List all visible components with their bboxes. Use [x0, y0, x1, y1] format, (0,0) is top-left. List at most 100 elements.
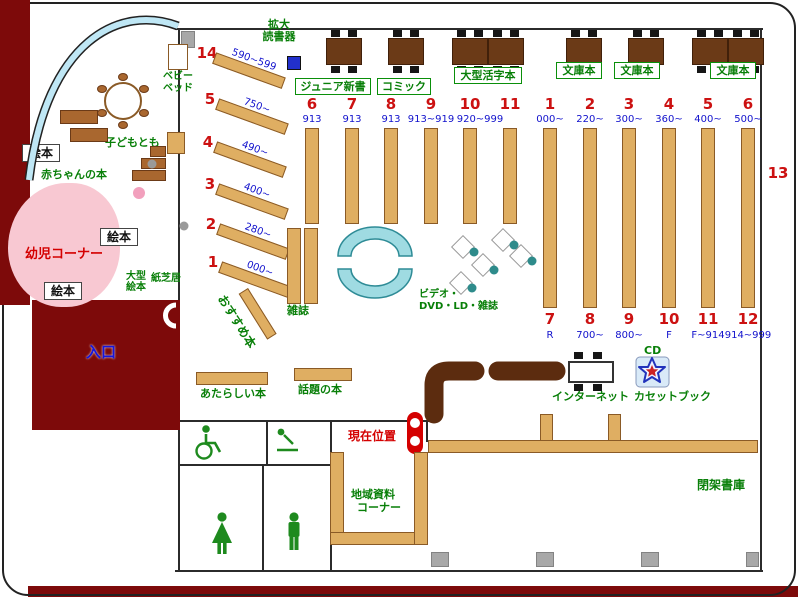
- infant-corner-label: 幼児コーナー: [25, 247, 104, 262]
- kids-table: [70, 128, 108, 142]
- shelf-number: 3: [623, 95, 635, 113]
- step-shelf: [141, 158, 166, 169]
- shelf-number: 11: [499, 95, 521, 113]
- shelf-range: 360~: [655, 114, 683, 125]
- shelf-number: 5: [204, 90, 216, 108]
- bookshelf: [463, 128, 477, 224]
- shelf-range: 300~: [615, 114, 643, 125]
- shelf-number: 2: [205, 215, 217, 233]
- cassette-book-label: カセットブック: [634, 390, 711, 403]
- shelf-number: 9: [425, 95, 437, 113]
- shelf-range: 500~: [734, 114, 762, 125]
- magazine-shelf: [287, 228, 301, 304]
- shelf-number: 1: [207, 253, 219, 271]
- pillar: [746, 552, 759, 567]
- bookshelf: [608, 414, 621, 441]
- chair: [593, 352, 602, 359]
- bookshelf: [305, 128, 319, 224]
- bookshelf: [540, 414, 553, 441]
- stool: [118, 73, 128, 81]
- bookshelf: [384, 128, 398, 224]
- closed-stacks-label: 閉架書庫: [697, 478, 746, 492]
- genre-box-bunko: 文庫本: [710, 62, 756, 79]
- wall-toilet-mid: [180, 464, 332, 466]
- bottom-wall-band: [28, 586, 798, 597]
- magnifier-device: [287, 56, 301, 70]
- baby-bed-label-1: ベビー: [163, 71, 193, 82]
- entrance-wall-block: [32, 300, 180, 430]
- shelf-number: 3: [204, 175, 216, 193]
- shelf-range: 914~999: [724, 330, 772, 341]
- picture-books-shelf-label: 絵本: [100, 228, 138, 246]
- picture-books-shelf-label: 絵本: [22, 144, 60, 162]
- video-label-2: DVD・LD・雑誌: [419, 301, 499, 312]
- kamishibai-label: 紙芝居: [151, 273, 181, 284]
- magazines-label: 雑誌: [287, 304, 309, 317]
- shelf-number: 7: [346, 95, 358, 113]
- wall-toilet-top: [180, 420, 430, 422]
- shelf-range: 000~: [536, 114, 564, 125]
- shelf-number: 10: [658, 310, 680, 328]
- shelf-range: 913: [381, 114, 401, 125]
- bookshelf: [583, 128, 597, 308]
- internet-table: [568, 361, 614, 383]
- local-docs-label-2: コーナー: [357, 501, 401, 514]
- shelf-number: 4: [202, 133, 214, 151]
- genre-box-comic: コミック: [377, 78, 431, 95]
- wall-bottom: [175, 570, 763, 572]
- bookshelf: [543, 128, 557, 308]
- bookshelf: [622, 128, 636, 308]
- shelf-range: 800~: [615, 330, 643, 341]
- reading-table: [388, 30, 424, 74]
- kids-table: [60, 110, 98, 124]
- genre-box-bunko: 文庫本: [614, 62, 660, 79]
- pillar: [431, 552, 449, 567]
- shelf-number: 7: [544, 310, 556, 328]
- stool: [97, 109, 107, 117]
- large-picture-books-label-2: 絵本: [126, 282, 146, 293]
- shelf-number: 10: [459, 95, 481, 113]
- topic-books-label: 話題の本: [298, 383, 342, 396]
- wall-right: [760, 28, 762, 572]
- baby-bed-label-2: ベッド: [163, 83, 193, 94]
- genre-box-bunko: 文庫本: [556, 62, 602, 79]
- bookshelf: [345, 128, 359, 224]
- stool: [139, 85, 149, 93]
- bookshelf: [662, 128, 676, 308]
- magnifier-label-2: 読書器: [262, 30, 296, 43]
- shelf-number: 11: [697, 310, 719, 328]
- shelf-range: 700~: [576, 330, 604, 341]
- bookshelf: [701, 128, 715, 308]
- step-shelf: [132, 170, 166, 181]
- video-label-1: ビデオ・: [419, 289, 459, 300]
- local-docs-shelf: [330, 452, 344, 544]
- bookshelf: [424, 128, 438, 224]
- chair: [593, 384, 602, 391]
- shelf-number: 14: [196, 44, 218, 62]
- cd-label: CD: [644, 344, 662, 357]
- shelf-range: 400~: [694, 114, 722, 125]
- shelf-range: 220~: [576, 114, 604, 125]
- entrance-label: 入口: [86, 343, 117, 361]
- bookshelf: [741, 128, 755, 308]
- shelf-number: 8: [584, 310, 596, 328]
- wall-toilet-divider2: [266, 420, 268, 466]
- shelf-range: F: [666, 330, 672, 341]
- round-table: [104, 82, 142, 120]
- shelf-number: 6: [306, 95, 318, 113]
- shelf-range: F~914: [691, 330, 725, 341]
- bookshelf: [503, 128, 517, 224]
- local-docs-label-1: 地域資料: [351, 488, 395, 501]
- local-docs-shelf: [414, 452, 428, 545]
- topic-books-shelf: [294, 368, 352, 381]
- pillar: [536, 552, 554, 567]
- magnifier-label-1: 拡大: [268, 18, 290, 31]
- shelf-range: 913: [342, 114, 362, 125]
- shelf-number: 4: [663, 95, 675, 113]
- wall-stub: [426, 420, 428, 442]
- step-shelf: [150, 146, 166, 157]
- shelf-number: 12: [737, 310, 759, 328]
- chair: [574, 352, 583, 359]
- new-books-shelf: [196, 372, 268, 385]
